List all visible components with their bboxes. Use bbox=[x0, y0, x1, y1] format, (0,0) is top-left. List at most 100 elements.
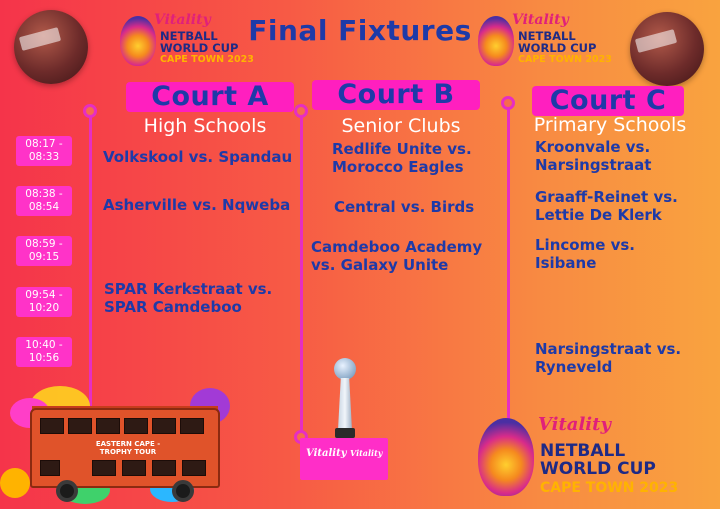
fixture-line: Graaff-Reinet vs. bbox=[535, 188, 678, 206]
netball-world-cup-logo: Vitality NETBALL WORLD CUP CAPE TOWN 202… bbox=[478, 12, 638, 70]
bus-window bbox=[92, 460, 116, 476]
court-c-rail bbox=[507, 106, 510, 424]
time-end: 09:15 bbox=[28, 251, 60, 263]
time-start: 08:38 - bbox=[25, 188, 63, 200]
time-start: 08:17 - bbox=[25, 138, 63, 150]
bus-icon: EASTERN CAPE - TROPHY TOUR bbox=[0, 368, 250, 509]
flame-logo-icon bbox=[478, 418, 534, 496]
fixture-line: Narsingstraat vs. bbox=[535, 340, 682, 358]
time-start: 08:59 - bbox=[25, 238, 63, 250]
court-b-division: Senior Clubs bbox=[341, 115, 461, 137]
bus-window bbox=[182, 460, 206, 476]
fixture-line: Asherville vs. Nqweba bbox=[103, 196, 291, 214]
fixture-line: Lettie De Klerk bbox=[535, 206, 662, 224]
bus-window bbox=[124, 418, 148, 434]
bus-sign: EASTERN CAPE - TROPHY TOUR bbox=[88, 440, 168, 456]
fixture-line: Kroonvale vs. bbox=[535, 138, 651, 156]
court-b-rail bbox=[300, 112, 303, 440]
fixture-line: Camdeboo Academy bbox=[311, 238, 483, 256]
time-end: 10:20 bbox=[28, 302, 60, 314]
fixture-line: Morocco Eagles bbox=[332, 158, 464, 176]
logo-line2: WORLD CUP bbox=[518, 41, 597, 55]
flame-logo-icon bbox=[120, 16, 156, 66]
logo-brand: Vitality bbox=[512, 12, 569, 28]
bus-wheel bbox=[56, 480, 78, 502]
bus-window bbox=[68, 418, 92, 434]
logo-title: NETBALL WORLD CUP bbox=[160, 30, 238, 54]
fixture-court-a: Volkskool vs. Spandau bbox=[103, 148, 292, 166]
fixture-court-a: Asherville vs. Nqweba bbox=[103, 196, 290, 214]
fixture-court-c: Lincome vs. Isibane bbox=[535, 236, 635, 272]
fixture-line: Narsingstraat bbox=[535, 156, 652, 174]
trophy-ball bbox=[334, 358, 356, 380]
court-a-rail bbox=[89, 112, 92, 442]
fixture-line: vs. Galaxy Unite bbox=[311, 256, 449, 274]
fixture-line: Lincome vs. bbox=[535, 236, 636, 254]
bus-sign-line: TROPHY TOUR bbox=[99, 448, 157, 456]
fixture-line: Volkskool vs. Spandau bbox=[103, 148, 293, 166]
court-c-rail-node bbox=[501, 96, 515, 110]
netball-world-cup-logo: Vitality NETBALL WORLD CUP CAPE TOWN 202… bbox=[478, 410, 688, 502]
fixture-court-c: Narsingstraat vs. Ryneveld bbox=[535, 340, 681, 376]
fixture-line: Central vs. Birds bbox=[334, 198, 475, 216]
bus-wheel bbox=[172, 480, 194, 502]
trophy-box-brand: Vitality bbox=[350, 448, 383, 458]
fixture-court-c: Kroonvale vs. Narsingstraat bbox=[535, 138, 651, 174]
bus-window bbox=[96, 418, 120, 434]
court-a-division: High Schools bbox=[143, 115, 267, 137]
logo-line1: NETBALL bbox=[540, 441, 626, 461]
logo-line1: NETBALL bbox=[518, 29, 576, 43]
logo-title: NETBALL WORLD CUP bbox=[518, 30, 596, 54]
time-end: 08:54 bbox=[28, 201, 60, 213]
fixture-line: Isibane bbox=[535, 254, 597, 272]
time-slot: 09:54 - 10:20 bbox=[16, 287, 72, 317]
time-slot: 08:38 - 08:54 bbox=[16, 186, 72, 216]
fixture-court-b: Central vs. Birds bbox=[334, 198, 474, 216]
time-end: 08:33 bbox=[28, 151, 60, 163]
bus-sign-line: EASTERN CAPE - bbox=[95, 440, 161, 448]
bus-window bbox=[152, 460, 176, 476]
logo-line2: WORLD CUP bbox=[540, 459, 656, 479]
netball-world-cup-logo: Vitality NETBALL WORLD CUP CAPE TOWN 202… bbox=[120, 12, 280, 70]
time-start: 09:54 - bbox=[25, 289, 63, 301]
logo-line2: WORLD CUP bbox=[160, 41, 239, 55]
logo-line1: NETBALL bbox=[160, 29, 218, 43]
logo-brand: Vitality bbox=[538, 414, 611, 435]
bus-body: EASTERN CAPE - TROPHY TOUR bbox=[30, 408, 220, 488]
time-slot: 08:17 - 08:33 bbox=[16, 136, 72, 166]
trophy-base bbox=[335, 428, 355, 438]
logo-city: CAPE TOWN 2023 bbox=[160, 54, 254, 65]
fixture-court-b: Camdeboo Academy vs. Galaxy Unite bbox=[311, 238, 482, 274]
fixture-line: Ryneveld bbox=[535, 358, 613, 376]
paint-splash bbox=[0, 468, 30, 498]
bus-window bbox=[152, 418, 176, 434]
netball-icon bbox=[630, 12, 704, 86]
fixture-court-a: SPAR Kerkstraat vs. SPAR Camdeboo bbox=[104, 280, 272, 316]
fixture-court-b: Redlife Unite vs. Morocco Eagles bbox=[332, 140, 472, 176]
trophy-box: Vitality Vitality bbox=[300, 438, 388, 480]
time-start: 10:40 - bbox=[25, 339, 63, 351]
trophy-icon: Vitality Vitality bbox=[300, 358, 400, 480]
logo-city: CAPE TOWN 2023 bbox=[540, 480, 679, 496]
trophy-stem bbox=[338, 378, 352, 430]
court-c-division: Primary Schools bbox=[533, 114, 687, 136]
court-a-header: Court A bbox=[126, 82, 294, 112]
logo-brand: Vitality bbox=[154, 12, 211, 28]
time-end: 10:56 bbox=[28, 352, 60, 364]
trophy-box-brand: Vitality bbox=[306, 448, 347, 459]
page-title: Final Fixtures bbox=[248, 14, 472, 47]
fixture-line: Redlife Unite vs. bbox=[332, 140, 472, 158]
bus-window bbox=[180, 418, 204, 434]
fixture-line: SPAR Camdeboo bbox=[104, 298, 242, 316]
logo-title: NETBALL WORLD CUP bbox=[540, 442, 656, 478]
time-slot: 10:40 - 10:56 bbox=[16, 337, 72, 367]
bus-window bbox=[122, 460, 146, 476]
court-b-header: Court B bbox=[312, 80, 480, 110]
bus-window bbox=[40, 460, 60, 476]
court-b-rail-node bbox=[294, 104, 308, 118]
court-a-rail-node bbox=[83, 104, 97, 118]
fixture-court-c: Graaff-Reinet vs. Lettie De Klerk bbox=[535, 188, 678, 224]
court-c-header: Court C bbox=[532, 86, 684, 116]
logo-city: CAPE TOWN 2023 bbox=[518, 54, 612, 65]
flame-logo-icon bbox=[478, 16, 514, 66]
